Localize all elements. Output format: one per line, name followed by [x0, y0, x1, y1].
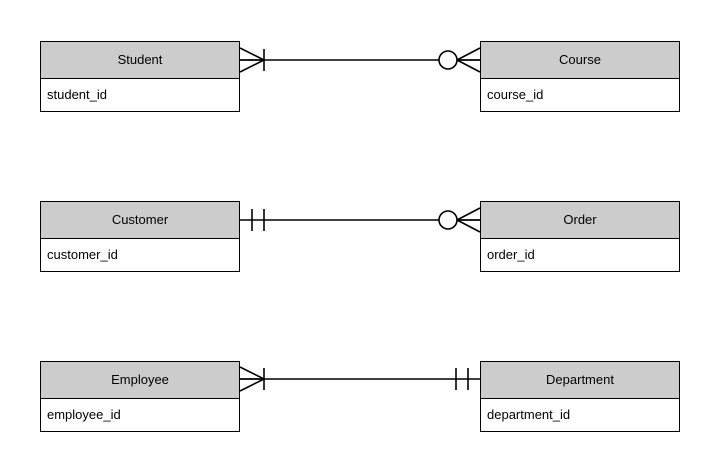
entity-order[interactable]: Order order_id — [480, 201, 680, 272]
entity-employee-attributes: employee_id — [41, 399, 239, 431]
cardinality-employee-crowsfoot-bar — [239, 366, 265, 392]
entity-course[interactable]: Course course_id — [480, 41, 680, 112]
attribute-course-id: course_id — [487, 87, 544, 102]
entity-customer[interactable]: Customer customer_id — [40, 201, 240, 272]
cardinality-student-crowsfoot-bar — [239, 47, 265, 73]
entity-employee-title: Employee — [41, 362, 239, 399]
attribute-order-id: order_id — [487, 247, 535, 262]
cardinality-order-circle-crowsfoot — [438, 207, 481, 233]
connector-employee-department — [239, 366, 480, 392]
attribute-student-id: student_id — [47, 87, 107, 102]
cardinality-department-double-bar — [455, 368, 469, 390]
attribute-employee-id: employee_id — [47, 407, 121, 422]
entity-customer-attributes: customer_id — [41, 239, 239, 271]
entity-order-title: Order — [481, 202, 679, 239]
entity-employee[interactable]: Employee employee_id — [40, 361, 240, 432]
attribute-department-id: department_id — [487, 407, 571, 422]
attribute-customer-id: customer_id — [47, 247, 118, 262]
connector-student-course — [239, 47, 481, 73]
cardinality-course-circle-crowsfoot — [438, 47, 481, 73]
entity-student-title: Student — [41, 42, 239, 79]
entity-course-attributes: course_id — [481, 79, 679, 111]
entity-department[interactable]: Department department_id — [480, 361, 680, 432]
entity-department-title: Department — [481, 362, 679, 399]
entity-customer-title: Customer — [41, 202, 239, 239]
entity-student[interactable]: Student student_id — [40, 41, 240, 112]
entity-student-attributes: student_id — [41, 79, 239, 111]
entity-department-attributes: department_id — [481, 399, 679, 431]
connector-customer-order — [240, 207, 481, 233]
entity-order-attributes: order_id — [481, 239, 679, 271]
cardinality-customer-double-bar — [251, 209, 265, 231]
entity-course-title: Course — [481, 42, 679, 79]
